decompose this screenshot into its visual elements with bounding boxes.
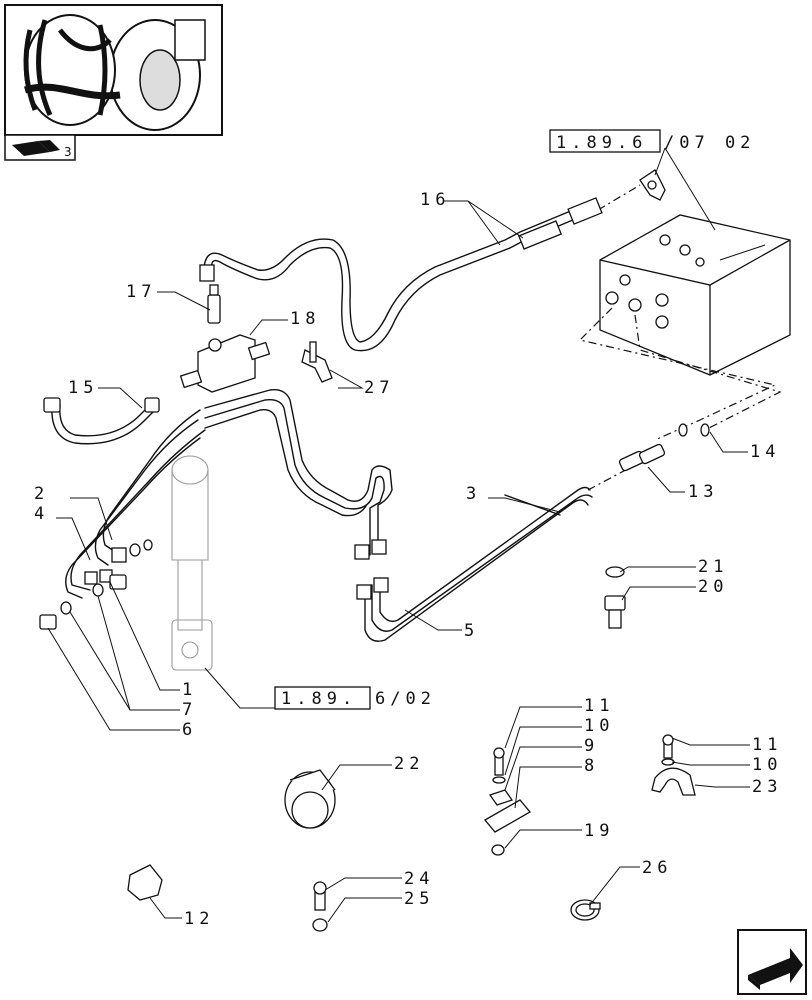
callout-6: 6	[182, 720, 197, 740]
callout-18: 18	[290, 309, 320, 329]
callout-14: 14	[750, 442, 780, 462]
callout-15: 15	[68, 378, 98, 398]
reference-mid[interactable]: 1.89. 6/02	[274, 686, 436, 710]
hydraulic-cylinder	[171, 455, 213, 671]
reference-top-suffix: /07 02	[664, 133, 755, 153]
callout-9: 9	[584, 736, 599, 756]
callout-4: 4	[34, 504, 49, 524]
clip-27	[301, 341, 333, 383]
callout-8: 8	[584, 756, 599, 776]
tractor-rear-view-icon	[23, 14, 206, 131]
parts-20-21	[604, 566, 626, 629]
valve-18	[179, 334, 271, 393]
callout-26: 26	[642, 858, 672, 878]
bolt-24-nut-25	[312, 881, 328, 932]
next-page-arrow-icon[interactable]	[737, 929, 807, 995]
callout-22: 22	[394, 754, 424, 774]
reference-mid-boxed: 1.89.	[281, 689, 357, 709]
callout-12: 12	[184, 909, 214, 929]
fitting-17	[207, 284, 221, 324]
callout-11b: 11	[752, 735, 782, 755]
callout-1: 1	[182, 680, 197, 700]
pipe-15	[43, 397, 160, 445]
book-page-icon[interactable]: 3	[4, 134, 76, 161]
callout-numbers: 1 2 3 4 5 6 7 8 9 10 11 12 13 14 15 16 1…	[34, 190, 782, 929]
hose-clamp-26	[570, 899, 601, 921]
clip-12	[127, 864, 163, 901]
valve-block	[599, 214, 791, 376]
fittings-lower-left	[39, 539, 153, 630]
callout-2: 2	[34, 484, 49, 504]
svg-text:3: 3	[64, 145, 72, 159]
callout-10: 10	[584, 716, 614, 736]
bracket-assembly	[484, 747, 531, 856]
tractor-thumbnail: 3	[4, 4, 223, 161]
callout-7: 7	[182, 700, 197, 720]
pipe-bundle	[65, 389, 593, 642]
elbow-fitting	[639, 169, 666, 201]
callout-20: 20	[698, 577, 728, 597]
callout-5: 5	[464, 621, 479, 641]
callout-3: 3	[466, 484, 481, 504]
callout-10b: 10	[752, 755, 782, 775]
reference-top[interactable]: 1.89.6 /07 02	[549, 129, 755, 153]
callout-24: 24	[404, 869, 434, 889]
reference-mid-suffix: 6/02	[375, 689, 436, 709]
reference-top-boxed: 1.89.6	[556, 133, 647, 153]
pipe-16	[199, 197, 603, 352]
callout-27: 27	[364, 378, 394, 398]
callout-11: 11	[584, 696, 614, 716]
callout-23: 23	[752, 777, 782, 797]
clamp-23	[651, 734, 696, 796]
callout-21: 21	[698, 557, 728, 577]
clamp-22	[284, 769, 336, 829]
callout-16: 16	[420, 190, 450, 210]
callout-17: 17	[126, 282, 156, 302]
leader-lines	[47, 147, 750, 923]
fittings-13-14	[618, 423, 710, 472]
callout-19: 19	[584, 821, 614, 841]
callout-13: 13	[688, 482, 718, 502]
callout-25: 25	[404, 889, 434, 909]
